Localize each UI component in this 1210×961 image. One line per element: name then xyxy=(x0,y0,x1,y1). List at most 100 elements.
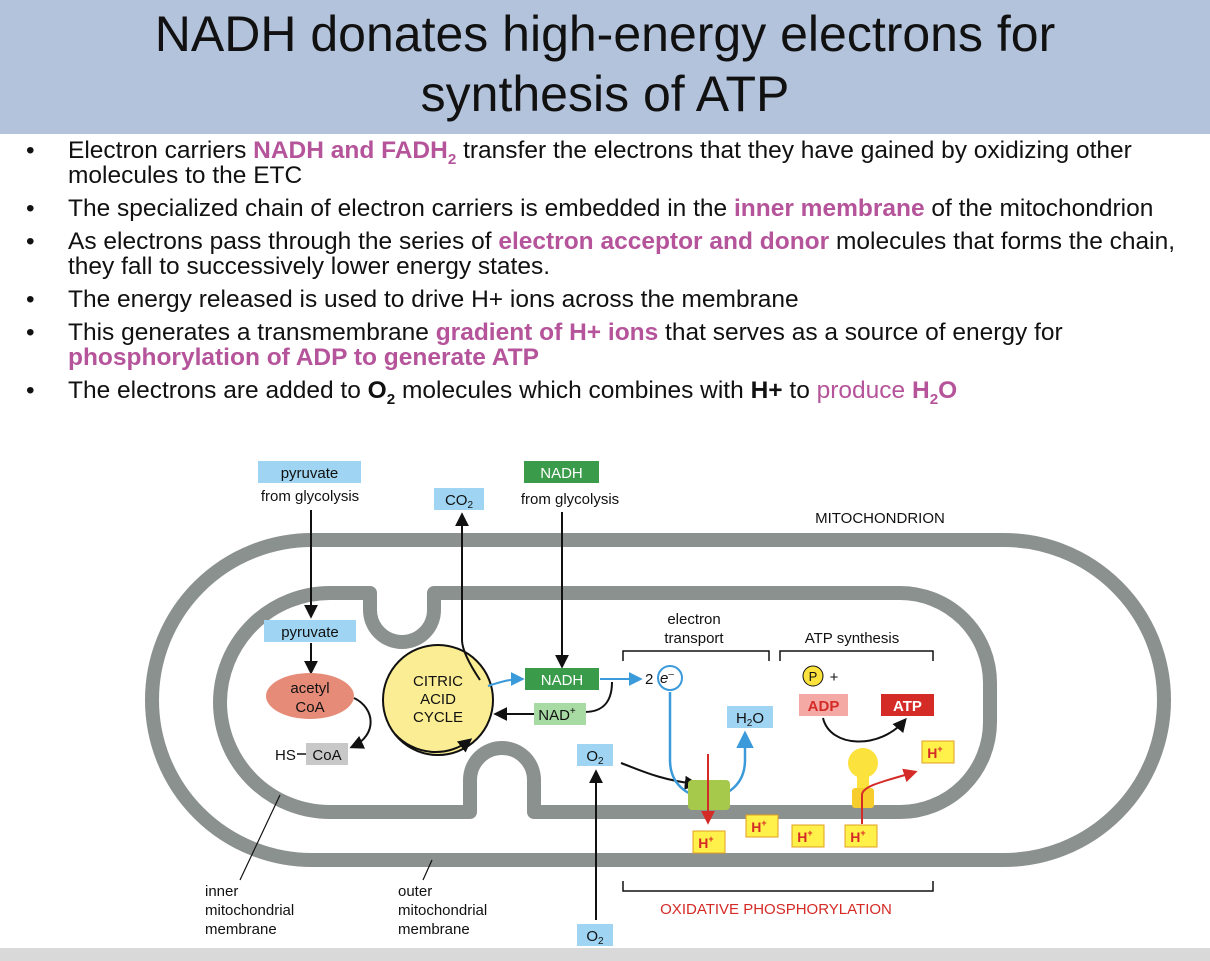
outer-membrane-line2: mitochondrial xyxy=(398,902,487,919)
atp-synthesis-label: ATP synthesis xyxy=(805,630,899,647)
hs-coa-hs: HS xyxy=(275,747,296,764)
nad-plus-label: NAD+ xyxy=(538,706,576,724)
phosphate-label: P xyxy=(809,669,818,684)
oxidative-phosphorylation-bracket xyxy=(622,881,934,892)
bullet-text-segment: of the mitochondrion xyxy=(924,195,1154,222)
electron-symbol: e– xyxy=(660,669,674,687)
atp-label: ATP xyxy=(893,698,922,715)
citric-acid-cycle xyxy=(382,644,494,756)
acetyl-coa-ellipse xyxy=(266,673,354,719)
inner-membrane-line3: membrane xyxy=(205,921,277,938)
two-e-num: 2 xyxy=(645,671,653,688)
outer-membrane-shape xyxy=(145,533,1171,867)
h-plus-label: H+ xyxy=(698,834,713,851)
acetyl-coa-line2: CoA xyxy=(295,699,324,716)
bullet-item: • The specialized chain of electron carri… xyxy=(26,196,1196,221)
bullet-text-segment: This generates a transmembrane xyxy=(68,319,436,346)
bullet-text-segment: Electron carriers xyxy=(68,137,254,164)
o2-bottom-label: O2 xyxy=(586,928,604,947)
bullet-item: • As electrons pass through the series of… xyxy=(26,229,1196,279)
adp-to-atp-arrow xyxy=(822,717,907,743)
pyruvate-top-label: pyruvate xyxy=(281,465,339,482)
bullet-dot: • xyxy=(26,377,35,404)
inner-membrane-shape xyxy=(213,586,997,819)
from-glycolysis-2: from glycolysis xyxy=(521,491,619,508)
nadh-inner-box xyxy=(525,668,599,690)
h-plus-label: H+ xyxy=(797,828,812,845)
electron-circle xyxy=(657,665,683,691)
adp-label: ADP xyxy=(808,698,840,715)
atp-synthesis-bracket xyxy=(779,650,934,661)
bullet-text-segment: H xyxy=(911,377,930,404)
oxidative-phosphorylation-label: OXIDATIVE PHOSPHORYLATION xyxy=(660,901,892,918)
outer-membrane-line1: outer xyxy=(398,883,432,900)
o2-bottom-box xyxy=(577,924,613,946)
acetyl-coa-line1: acetyl xyxy=(290,680,329,697)
bottom-strip xyxy=(0,948,1210,961)
bullet-text-segment: inner membrane xyxy=(733,195,925,222)
bullet-item: •The energy released is used to drive H+… xyxy=(26,287,1196,312)
bullet-dot: • xyxy=(26,228,35,255)
title-line-2: synthesis of ATP xyxy=(420,66,790,122)
atp-synthase-head xyxy=(848,748,878,778)
title-line-1: NADH donates high-energy electrons for xyxy=(154,6,1056,62)
h2o-label: H2O xyxy=(736,710,764,729)
bullet-list: •Electron carriers NADH and FADH2 transf… xyxy=(26,138,1196,411)
bullet-item: • This generates a transmembrane gradient… xyxy=(26,320,1196,370)
pyruvate-top-box xyxy=(258,461,361,483)
h2o-box xyxy=(727,706,773,728)
bullet-text-segment: electron acceptor and donor xyxy=(498,228,830,255)
bullet-text-segment: The electrons are added to xyxy=(68,377,368,404)
bullet-item: •Electron carriers NADH and FADH2 transf… xyxy=(26,138,1196,188)
bullet-text-segment: gradient of H+ ions xyxy=(435,319,659,346)
bullet-text-segment: O xyxy=(367,377,387,404)
bullet-text-segment: to xyxy=(782,377,817,404)
h-plus-group: H+ H+ H+ H+ H+ xyxy=(692,740,955,854)
pyruvate-inner-label: pyruvate xyxy=(281,624,339,641)
mitochondrion-label: MITOCHONDRION xyxy=(815,510,945,527)
co2-box xyxy=(434,488,484,510)
electron-transport-bracket xyxy=(622,650,770,661)
bullet-text-segment: NADH and FADH xyxy=(253,137,448,164)
citric-line1: CITRIC xyxy=(413,673,463,690)
h-plus-label: H+ xyxy=(927,744,942,761)
bullet-text-segment: molecules which combines with xyxy=(395,377,751,404)
bullet-text-segment: 2 xyxy=(447,150,457,168)
bullet-dot: • xyxy=(26,286,35,313)
bullet-text-segment: transfer the electrons that they have ga… xyxy=(68,137,1132,189)
o2-to-complex-arrow xyxy=(620,762,699,790)
hs-coa-coa: CoA xyxy=(312,747,341,764)
bullet-dot: • xyxy=(26,319,35,346)
bullet-item: • The electrons are added to O 2 molecules… xyxy=(26,377,1196,407)
bullet-text-segment: As electrons pass through the series of xyxy=(68,228,499,255)
nad-return-arrow xyxy=(584,681,613,713)
bullet-dot: • xyxy=(26,195,35,222)
o2-inner-box xyxy=(577,744,613,766)
electron-transport-line2: transport xyxy=(664,630,724,647)
citric-line3: CYCLE xyxy=(413,709,463,726)
bullet-text-segment: 2 xyxy=(929,390,939,408)
nadh-top-label: NADH xyxy=(540,465,583,482)
nad-plus-box xyxy=(534,703,586,725)
atp-box xyxy=(881,694,934,716)
phosphate-circle xyxy=(802,665,824,687)
nadh-inner-label: NADH xyxy=(541,672,584,689)
h-plus-label: H+ xyxy=(751,818,766,835)
pyruvate-inner-box xyxy=(264,620,356,642)
electron-transport-line1: electron xyxy=(667,611,720,628)
h-plus-label: H+ xyxy=(850,828,865,845)
bullet-text-segment: molecules that forms the chain, they fal… xyxy=(68,228,1176,280)
bullet-text-segment: produce xyxy=(816,377,912,404)
co2-label: CO2 xyxy=(445,492,474,511)
title-banner xyxy=(0,0,1210,134)
plus-sign: + xyxy=(830,669,839,686)
citric-cycle-arc-arrow xyxy=(394,733,473,753)
inner-membrane-line2: mitochondrial xyxy=(205,902,294,919)
bullet-text-segment: H+ xyxy=(750,377,783,404)
citric-line2: ACID xyxy=(420,691,456,708)
proton-through-synthase-arrow xyxy=(861,768,918,824)
bullet-text-segment: that serves as a source of energy for xyxy=(658,319,1063,346)
co2-out-arrow xyxy=(455,512,481,681)
bullet-text-segment: The specialized chain of electron carrie… xyxy=(68,195,734,222)
adp-box xyxy=(799,694,848,716)
